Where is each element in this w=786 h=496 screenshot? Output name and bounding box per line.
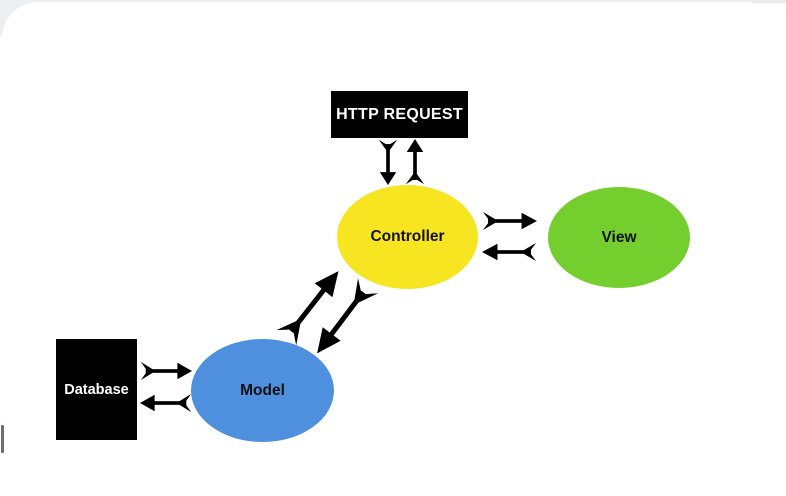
arrow-model-to-controller-icon	[274, 262, 351, 348]
model-label: Model	[240, 381, 285, 399]
arrow-database-to-model-icon	[140, 360, 192, 382]
database-label: Database	[64, 381, 129, 398]
node-controller: Controller	[337, 185, 478, 289]
arrow-controller-to-model-icon	[305, 276, 381, 363]
view-label: View	[601, 228, 637, 246]
canvas-top-right-edge	[752, 0, 786, 3]
arrow-controller-to-view-icon	[482, 210, 537, 232]
arrow-view-to-controller-icon	[482, 241, 537, 263]
arrow-http-to-controller-icon	[377, 139, 399, 185]
node-model: Model	[191, 339, 334, 442]
controller-label: Controller	[370, 228, 445, 245]
canvas-rounded-corner	[0, 0, 40, 36]
http-request-label: HTTP REQUEST	[336, 105, 463, 123]
left-edge-cursor-bar	[1, 425, 4, 453]
arrow-controller-to-http-icon	[404, 139, 426, 185]
node-database: Database	[56, 339, 137, 440]
arrow-model-to-database-icon	[140, 392, 192, 414]
node-http-request: HTTP REQUEST	[331, 91, 468, 138]
canvas-top-edge	[36, 0, 786, 2]
node-view: View	[548, 187, 690, 288]
